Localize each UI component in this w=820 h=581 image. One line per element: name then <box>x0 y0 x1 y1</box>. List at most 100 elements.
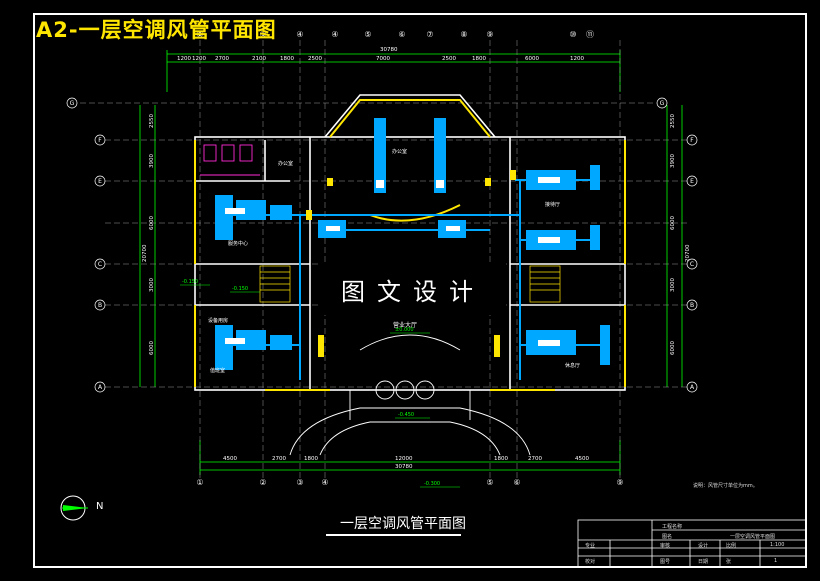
grid-row-g-right: G <box>660 100 665 107</box>
room-label-reception: 接待厅 <box>545 201 560 208</box>
column-grid-labels-bottom: ① ② ③ ④ ⑤ ⑥ ⑨ <box>196 478 623 487</box>
top-dim-2: 1200 <box>192 56 206 62</box>
grid-col-top-11: ⑪ <box>586 30 594 39</box>
left-dim-4: 3000 <box>149 278 155 292</box>
level-text-3: ±0.000 <box>395 327 414 333</box>
title-block-row-3: 设计 <box>698 543 709 549</box>
grid-row-f-right: F <box>690 137 694 144</box>
grid-row-b-right: B <box>690 302 694 309</box>
top-dim-7: 7000 <box>376 56 390 62</box>
grid-col-bottom-6: ⑥ <box>513 478 520 487</box>
title-block-scale: 1:100 <box>770 542 785 548</box>
top-total-dim: 30780 <box>380 47 398 53</box>
grid-col-top-5: ⑤ <box>364 30 371 39</box>
entrance-canopy <box>289 334 531 456</box>
grid-col-top-8: ⑧ <box>460 30 467 39</box>
grid-col-bottom-5: ⑤ <box>486 478 493 487</box>
right-total-dim: 20700 <box>685 244 691 262</box>
bottom-dim-1: 4500 <box>223 456 237 462</box>
level-text-5: -0.300 <box>424 481 440 487</box>
grid-col-bottom-1: ① <box>196 478 203 487</box>
top-dim-5: 1800 <box>280 56 294 62</box>
level-text-4: -0.450 <box>398 412 414 418</box>
grid-col-top-7: ⑦ <box>426 30 433 39</box>
bottom-dim-5: 1800 <box>494 456 508 462</box>
drawing-title-underline <box>326 534 461 536</box>
title-block-row-4: 校对 <box>585 559 596 565</box>
top-dim-9: 1800 <box>472 56 486 62</box>
air-diffusers <box>306 170 516 357</box>
grid-row-g-left: G <box>70 100 75 107</box>
bottom-dim-3: 1800 <box>304 456 318 462</box>
design-note: 说明：风管尺寸单位为mm。 <box>693 483 758 489</box>
level-text-1: -0.150 <box>232 286 248 292</box>
side-dimension-lines <box>139 105 683 387</box>
top-dim-8: 2500 <box>442 56 456 62</box>
column-grid-labels-top: ② ③ ④ ④ ⑤ ⑥ ⑦ ⑧ ⑨ ⑩ ⑪ <box>196 30 594 39</box>
watermark-label: 图文设计 <box>320 263 506 315</box>
grid-col-top-4: ④ <box>331 30 338 39</box>
grid-row-c-left: C <box>98 261 102 268</box>
wall-highlights <box>194 99 626 391</box>
title-block-row-2: 审核 <box>660 543 671 549</box>
bottom-total-dim: 30780 <box>395 464 413 470</box>
bottom-dim-2: 2700 <box>272 456 286 462</box>
grid-row-e-left: E <box>98 178 102 185</box>
level-text-2: -0.150 <box>182 279 198 285</box>
row-grid-bubbles <box>66 97 698 393</box>
room-label-server-room: 设备用房 <box>208 317 228 324</box>
grid-col-bottom-4: ④ <box>321 478 328 487</box>
drawing-title: 一层空调风管平面图 <box>340 516 466 532</box>
toilet-fixtures <box>200 144 260 176</box>
right-dimension-text: 20700 2550 3900 6000 3000 6000 <box>670 114 691 355</box>
grid-col-bottom-3: ③ <box>296 478 303 487</box>
left-total-dim: 20700 <box>142 244 148 262</box>
room-label-office: 办公室 <box>392 148 407 155</box>
grid-col-top-2: ③ <box>259 30 266 39</box>
title-block-sheet: 1 <box>774 558 778 564</box>
top-dimension-text: 30780 1200 1200 2700 2100 1800 2500 7000… <box>177 47 584 62</box>
top-dim-10: 6000 <box>525 56 539 62</box>
room-label-staff-room: 服务中心 <box>228 240 248 247</box>
title-block-scale-label: 比例 <box>726 543 737 549</box>
sheet-caption: A2-一层空调风管平面图 <box>36 18 277 42</box>
top-dim-11: 1200 <box>570 56 584 62</box>
title-block-row-5: 图号 <box>660 559 671 565</box>
grid-row-c-right: C <box>690 261 694 268</box>
grid-col-top-9: ⑨ <box>486 30 493 39</box>
level-marks <box>180 284 460 488</box>
top-dim-1: 1200 <box>177 56 191 62</box>
right-dim-4: 3000 <box>670 278 676 292</box>
bottom-dim-7: 4500 <box>575 456 589 462</box>
left-dim-3: 6000 <box>149 216 155 230</box>
grid-row-e-right: E <box>690 178 694 185</box>
left-dim-1: 2550 <box>149 114 155 128</box>
room-label-lounge: 休息厅 <box>565 362 580 369</box>
grid-col-bottom-7: ⑨ <box>616 478 623 487</box>
right-dim-2: 3900 <box>670 154 676 168</box>
room-label-office2: 办公室 <box>278 160 293 167</box>
grid-col-top-1: ② <box>196 30 203 39</box>
title-block-sheet-label: 张 <box>726 559 732 565</box>
bottom-dim-6: 2700 <box>528 456 542 462</box>
grid-row-b-left: B <box>98 302 102 309</box>
right-dim-1: 2550 <box>670 114 676 128</box>
grid-col-top-3: ④ <box>296 30 303 39</box>
title-block-drawing-name: 一层空调风管平面图 <box>730 534 776 540</box>
stairs <box>259 265 561 303</box>
north-arrow-icon <box>60 495 88 521</box>
duct-unit-highlights <box>225 177 560 346</box>
grid-col-bottom-2: ② <box>259 478 266 487</box>
right-dim-3: 6000 <box>670 216 676 230</box>
title-block <box>577 519 807 568</box>
bottom-dim-4: 12000 <box>395 456 413 462</box>
right-dim-5: 6000 <box>670 341 676 355</box>
row-grid-labels: G G F F E E C C B B A A <box>70 100 695 391</box>
top-dim-3: 2700 <box>215 56 229 62</box>
grid-row-f-left: F <box>98 137 102 144</box>
left-dim-2: 3900 <box>149 154 155 168</box>
north-label: N <box>96 501 104 512</box>
left-dim-5: 6000 <box>149 341 155 355</box>
room-label-business-hall: 营业大厅 <box>393 321 417 329</box>
